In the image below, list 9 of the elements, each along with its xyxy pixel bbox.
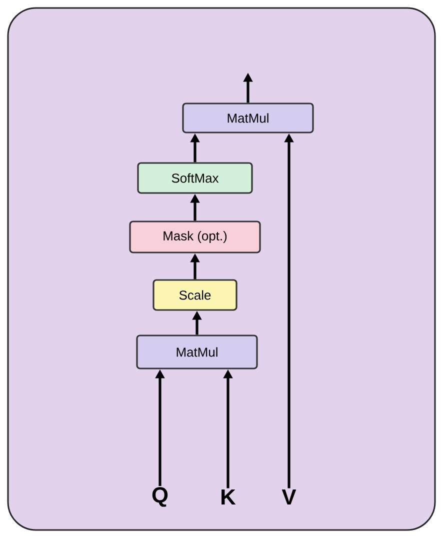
operation-box: MatMul bbox=[182, 102, 314, 134]
rounded-panel bbox=[7, 7, 436, 531]
operation-box: MatMul bbox=[136, 334, 258, 370]
operation-box: Scale bbox=[152, 279, 238, 311]
input-label: V bbox=[282, 489, 296, 505]
input-label: K bbox=[222, 489, 236, 505]
operation-box: Mask (opt.) bbox=[129, 220, 261, 254]
input-label: Q bbox=[152, 487, 168, 507]
operation-box: SoftMax bbox=[137, 162, 253, 194]
